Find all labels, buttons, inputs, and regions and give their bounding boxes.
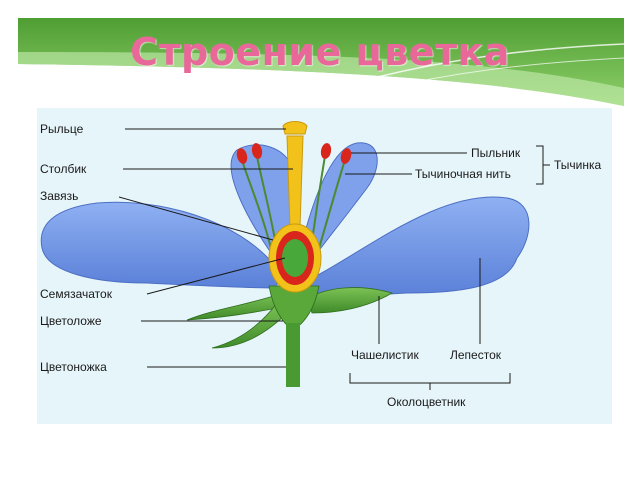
sepals xyxy=(186,285,393,387)
label-stigma: Рыльце xyxy=(40,122,84,136)
leader-ovule xyxy=(146,257,286,295)
diagram-panel: Рыльце Столбик Завязь Семязачаток Цветол… xyxy=(37,108,612,424)
label-petal: Лепесток xyxy=(450,348,502,362)
title-banner xyxy=(18,18,624,106)
anther-2 xyxy=(251,143,263,159)
pedicel-stem xyxy=(286,323,300,387)
flower-diagram: Рыльце Столбик Завязь Семязачаток Цветол… xyxy=(40,121,602,409)
anther-3 xyxy=(320,143,332,159)
label-pedicel: Цветоножка xyxy=(40,360,107,374)
left-sepal xyxy=(186,292,283,321)
leader-ovary xyxy=(118,196,274,241)
label-perianth: Околоцветник xyxy=(387,395,466,409)
right-sepal xyxy=(306,287,393,314)
stigma-shape xyxy=(282,121,308,135)
label-stamen: Тычинка xyxy=(554,158,602,172)
label-style: Столбик xyxy=(40,162,87,176)
perianth-bracket xyxy=(349,373,511,384)
label-ovule: Семязачаток xyxy=(40,287,113,301)
left-petal xyxy=(40,201,278,289)
label-receptacle: Цветоложе xyxy=(40,314,102,328)
anther-4 xyxy=(340,148,352,164)
pistil xyxy=(268,121,322,293)
label-anther: Пыльник xyxy=(471,146,521,160)
petals xyxy=(40,142,530,299)
stamen-bracket xyxy=(536,145,544,185)
ovule-shape xyxy=(282,239,308,277)
banner-background xyxy=(18,18,624,106)
label-sepal: Чашелистик xyxy=(351,348,419,362)
page-title: Строение цветка xyxy=(130,30,510,74)
leader-lines xyxy=(118,128,550,390)
label-filament: Тычиночная нить xyxy=(415,167,511,181)
label-ovary: Завязь xyxy=(40,189,78,203)
anther-1 xyxy=(236,148,248,164)
